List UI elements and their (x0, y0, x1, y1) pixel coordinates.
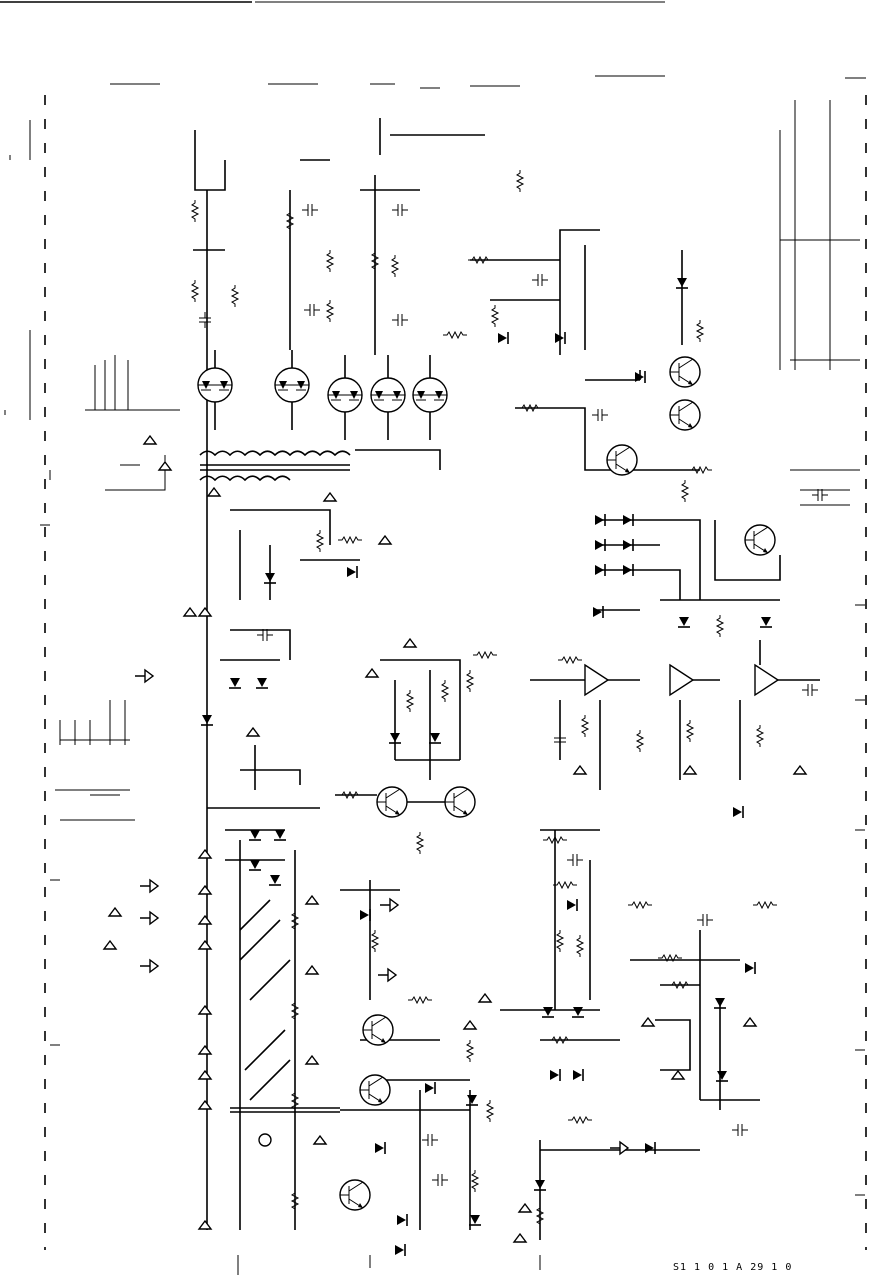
lower-right-section (500, 829, 778, 1243)
title-dashes (110, 75, 866, 89)
transformer-icon (199, 449, 441, 482)
left-side-components (55, 355, 221, 973)
lower-driver-cluster (339, 880, 494, 1257)
bridge-rectifier-icon (197, 350, 448, 440)
right-terminal-strip (779, 100, 860, 506)
output-transistor-section (442, 229, 713, 503)
diode-ladder (592, 513, 781, 638)
lower-bus-wires (207, 807, 320, 1230)
comparator-section (530, 640, 820, 819)
regulator-section (183, 492, 392, 790)
top-filter-network (191, 118, 524, 355)
lower-power-bank (198, 829, 340, 1230)
tick-marks (4, 155, 865, 1275)
drawing-code: S1 1 0 1 A 29 1 0 (673, 1262, 792, 1273)
driver-section (335, 638, 498, 855)
